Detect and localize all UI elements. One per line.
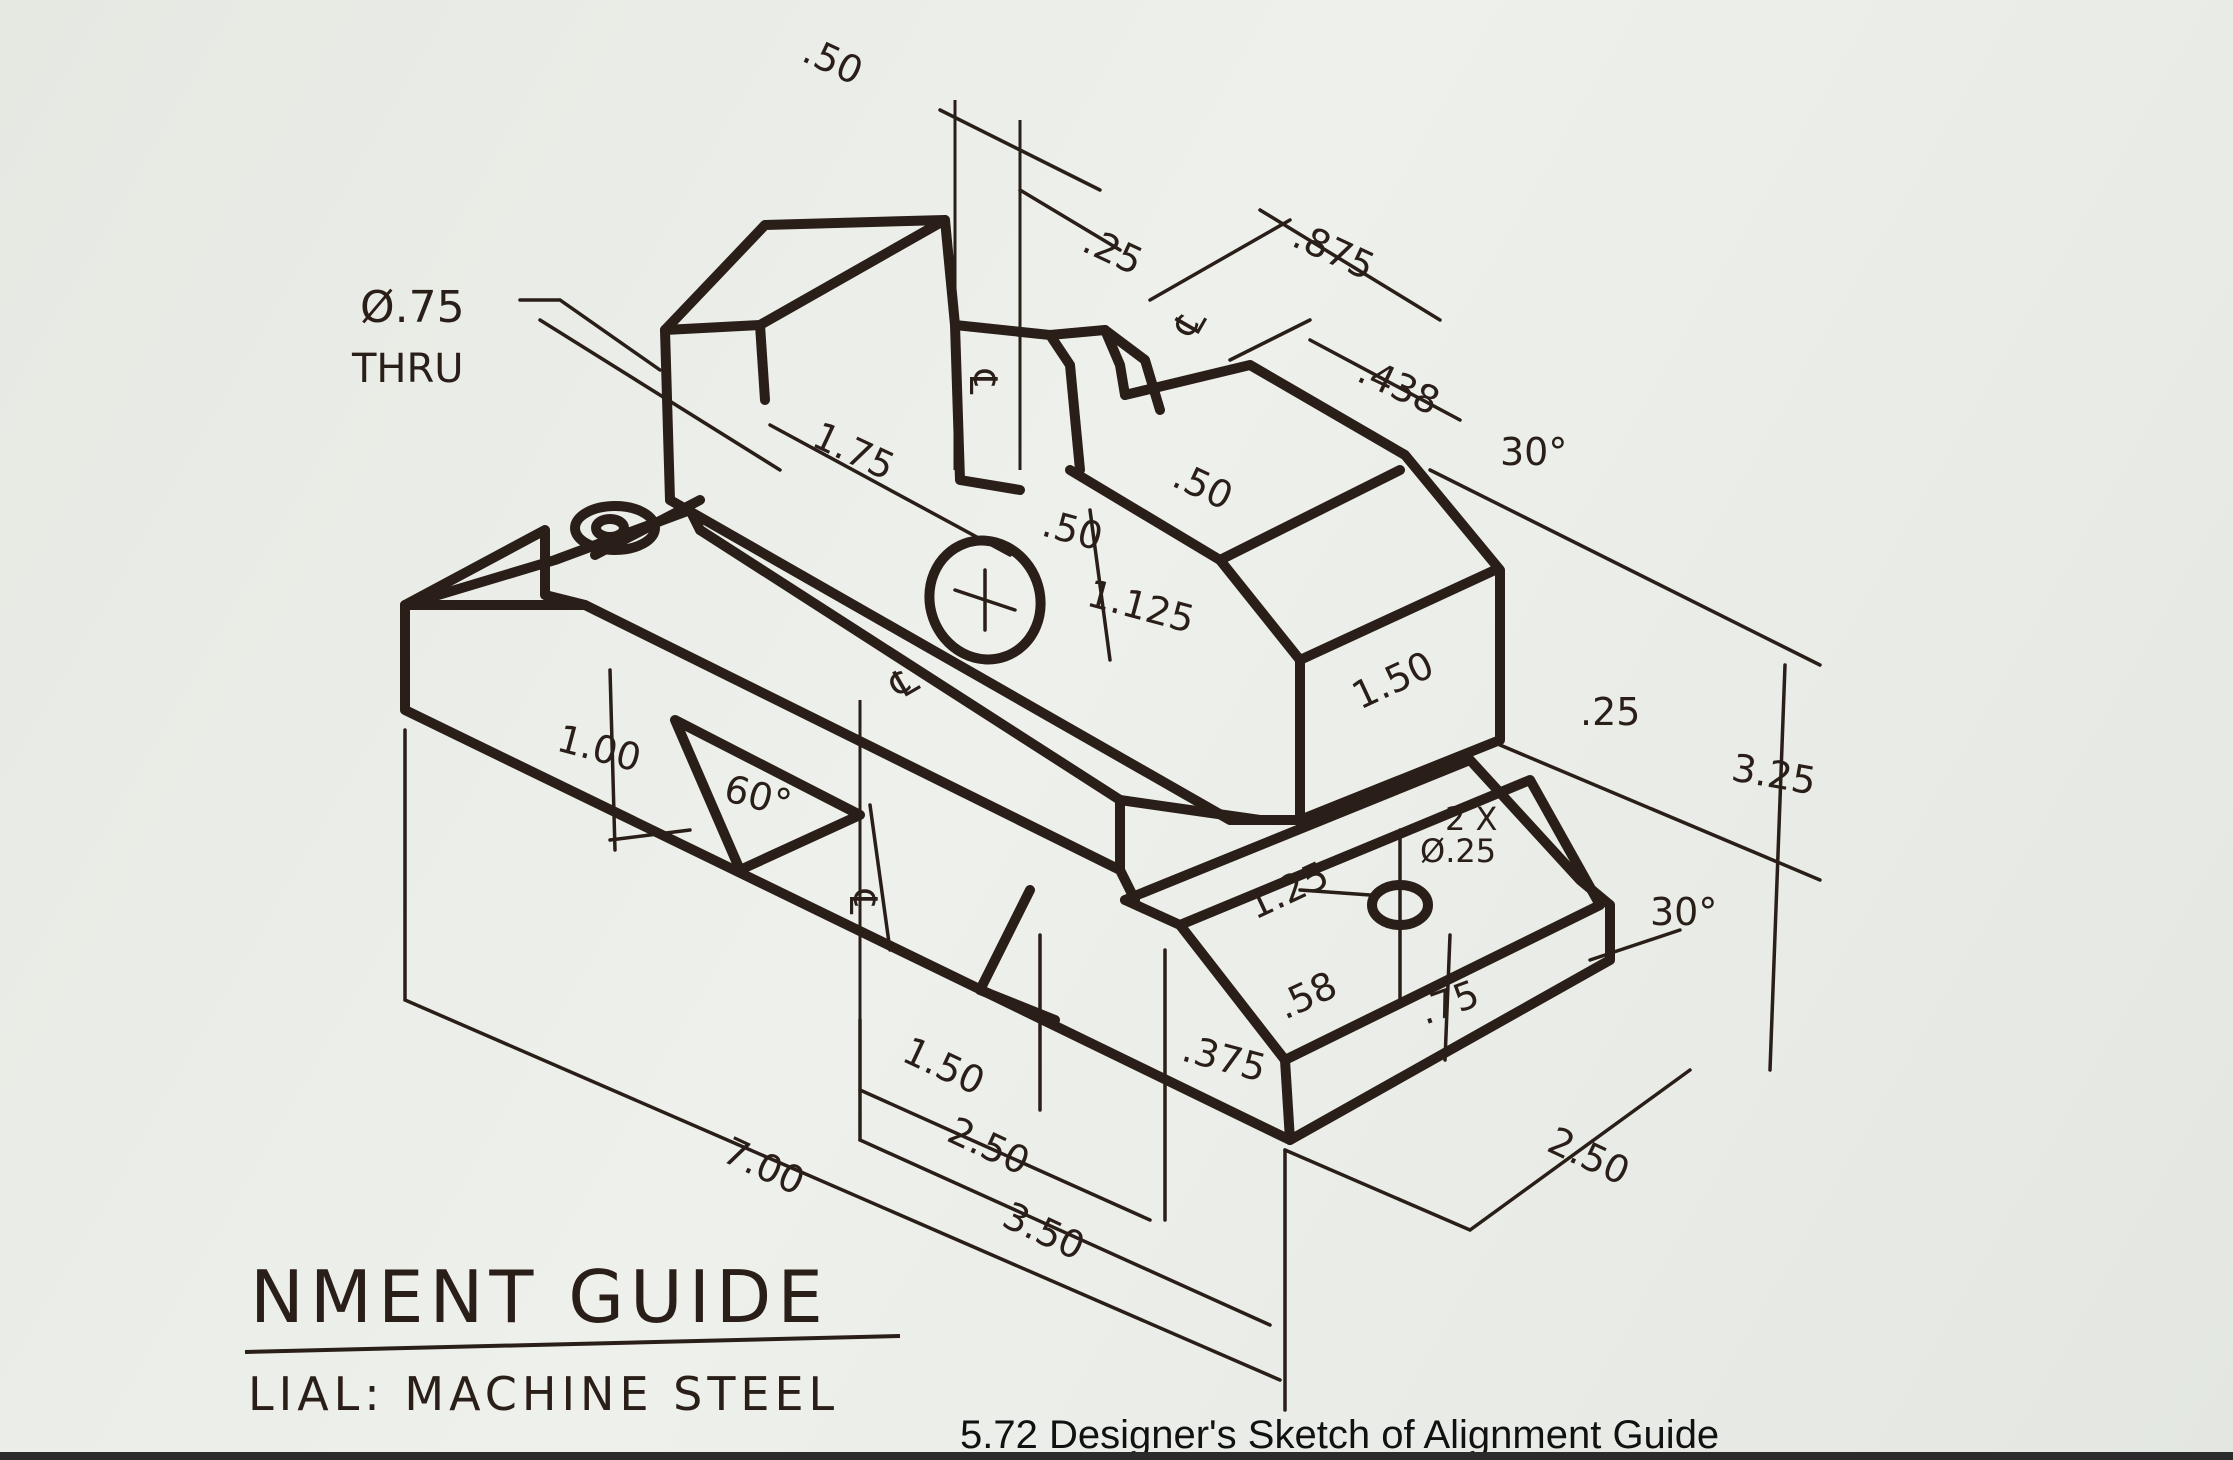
dim-50-top: .50 [796,28,869,93]
centerline-symbol-mid: ℄ [882,657,927,708]
dim-125: 1.25 [1240,853,1335,929]
dim-1125: 1.125 [1083,571,1199,642]
small-hole-note-line2: Ø.25 [1420,832,1496,870]
dim-438: .438 [1351,348,1446,424]
small-hole-note-line1: 2 X [1445,800,1497,838]
centerline-symbol-top: ℄ [961,369,1005,395]
title-block: NMENT GUIDE LIAL: MACHINE STEEL [244,1255,901,1421]
dim-100: 1.00 [553,716,646,780]
dim-375: .375 [1178,1026,1271,1090]
drawing-title: NMENT GUIDE [250,1255,829,1339]
dim-75: .75 [1413,971,1485,1033]
dimension-labels: .50 .25 .875 .438 30° 1.75 .50 .50 1.125… [553,28,1820,1269]
figure-caption: 5.72 Designer's Sketch of Alignment Guid… [960,1413,1719,1457]
dim-150-block: 1.50 [1345,643,1440,719]
dim-875: .875 [1286,213,1381,289]
dim-50-left: .50 [1038,501,1108,559]
dim-175: 1.75 [806,413,901,489]
material-note: LIAL: MACHINE STEEL [248,1367,839,1421]
dim-58: .58 [1270,963,1343,1028]
dim-700: 7.00 [716,1128,811,1204]
dim-50-slot: .50 [1166,453,1239,518]
hole-note-line2: THRU [351,346,464,392]
dim-150-bottom: 1.50 [896,1028,991,1104]
dim-250-right: 2.50 [1541,1118,1636,1194]
dim-250-bottom: 2.50 [941,1108,1036,1184]
dim-30-upper: 30° [1500,430,1567,474]
part-outline [400,215,1615,1145]
centerline-symbol-low: ℄ [841,889,885,915]
centerline-symbol-right: ℄ [1164,301,1215,346]
dim-25-top: .25 [1076,218,1149,283]
dim-350: 3.50 [996,1193,1091,1269]
dim-325: 3.25 [1728,746,1819,804]
dim-25-right: .25 [1580,690,1640,734]
holes [591,514,1433,930]
dimension-lines [403,100,1822,1412]
hole-note-line1: Ø.75 [360,282,465,333]
screen-bezel [0,1452,2233,1460]
dim-30-lower: 30° [1650,890,1717,934]
